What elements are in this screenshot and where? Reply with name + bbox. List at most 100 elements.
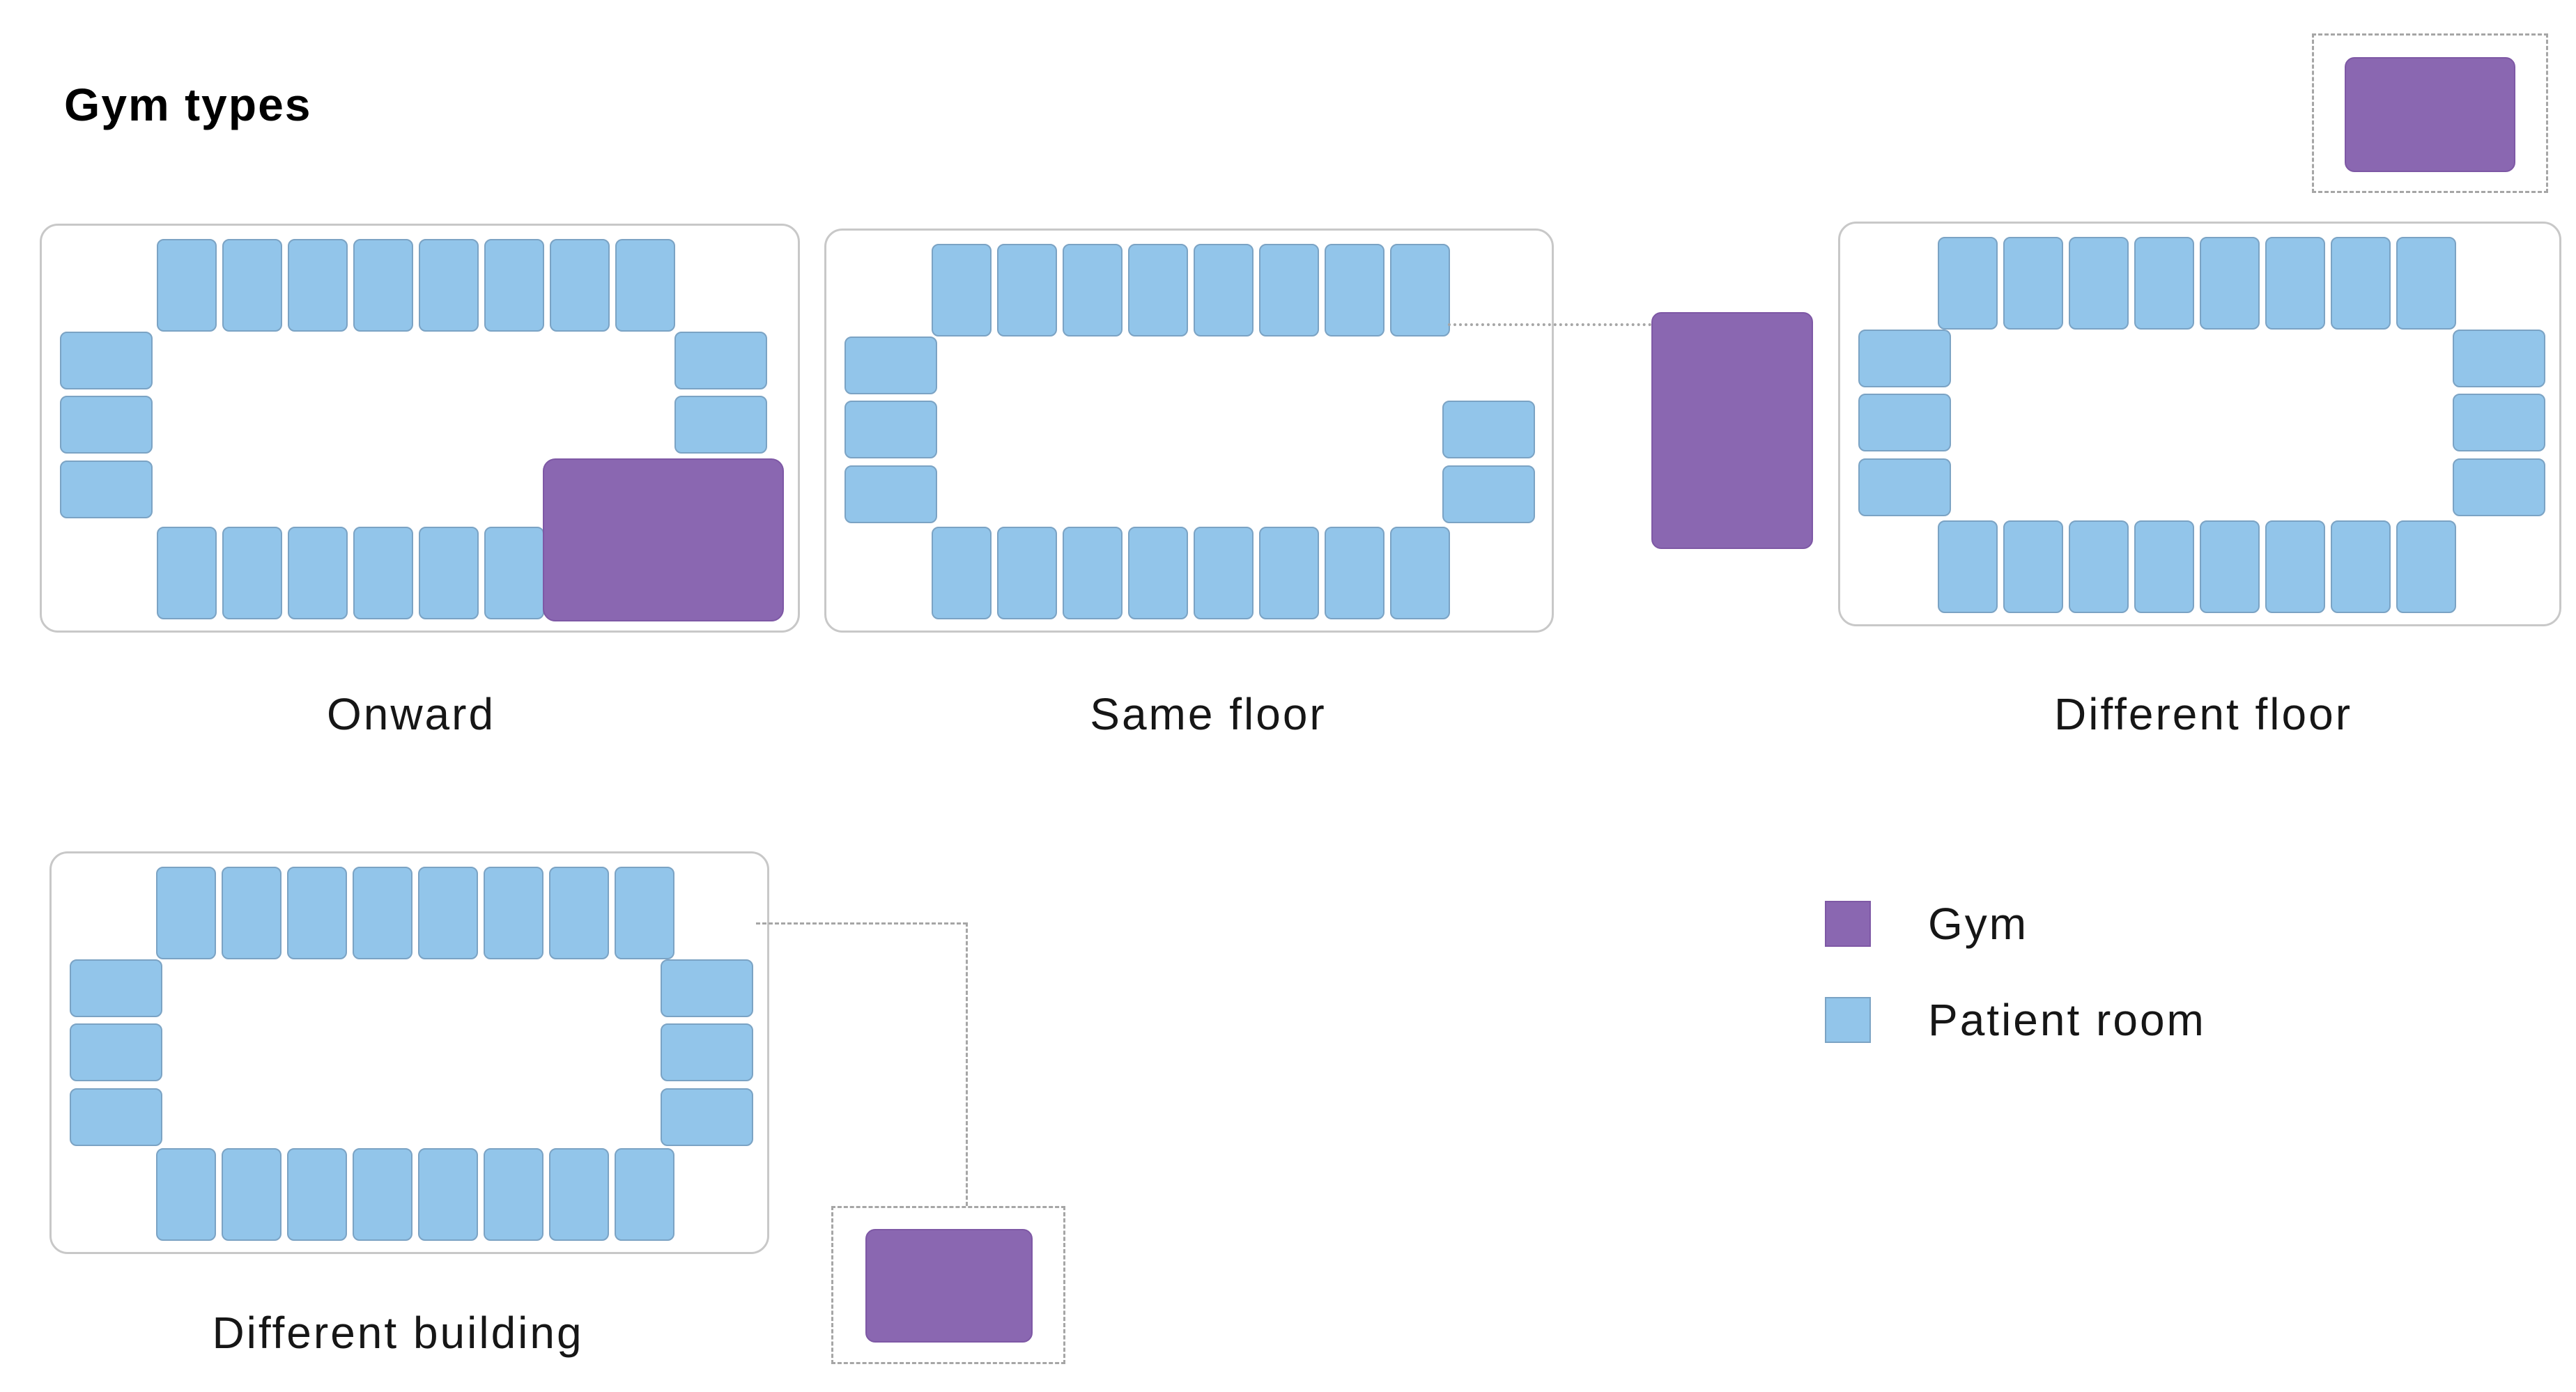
ward-same-floor <box>824 229 1554 633</box>
patient-room <box>353 1148 412 1241</box>
patient-room <box>932 244 992 337</box>
patient-room <box>2453 458 2545 516</box>
patient-room <box>2453 330 2545 387</box>
patient-room <box>2134 237 2194 330</box>
patient-room <box>353 867 412 959</box>
patient-room <box>1325 244 1385 337</box>
patient-room <box>156 1148 216 1241</box>
patient-room <box>2200 520 2260 613</box>
ward-label-same-floor: Same floor <box>1090 689 1327 739</box>
patient-room <box>2265 237 2325 330</box>
patient-room <box>674 396 767 454</box>
ward-label-different-building: Different building <box>212 1308 584 1358</box>
patient-room <box>70 1023 162 1081</box>
patient-room <box>844 337 937 394</box>
patient-room <box>287 1148 347 1241</box>
patient-room <box>222 867 281 959</box>
patient-room <box>2331 520 2391 613</box>
patient-room <box>353 239 413 332</box>
patient-room <box>549 867 609 959</box>
connector-dotted-same-floor <box>1448 323 1651 326</box>
gym-box-different-floor <box>2345 57 2515 172</box>
gym-legend-swatch <box>1825 901 1871 947</box>
patient-room <box>932 527 992 619</box>
patient-room <box>1858 458 1951 516</box>
gym-outline-box-different-building <box>831 1206 1065 1364</box>
patient-room <box>2069 237 2129 330</box>
patient-room <box>70 1088 162 1146</box>
patient-room <box>156 867 216 959</box>
patient-room <box>484 867 543 959</box>
ward-onward <box>40 224 800 633</box>
connector-dashed-horizontal-different-building <box>756 922 967 925</box>
patient-room <box>60 332 153 389</box>
patient-room <box>419 527 479 619</box>
patient-room <box>2003 520 2063 613</box>
patient-room <box>418 867 478 959</box>
gym-legend-label: Gym <box>1928 899 2029 949</box>
patient-room <box>353 527 413 619</box>
gym-box-different-building <box>865 1229 1033 1343</box>
patient-room <box>615 1148 674 1241</box>
patient-room <box>288 239 348 332</box>
patient-room-legend-swatch <box>1825 997 1871 1043</box>
patient-room <box>844 465 937 523</box>
patient-room <box>1128 244 1188 337</box>
patient-room <box>60 396 153 454</box>
patient-room <box>997 527 1057 619</box>
patient-room <box>2453 394 2545 451</box>
patient-room <box>1858 394 1951 451</box>
patient-room <box>997 244 1057 337</box>
patient-room <box>484 527 544 619</box>
patient-room <box>1063 244 1123 337</box>
patient-room <box>1063 527 1123 619</box>
patient-room <box>2396 520 2456 613</box>
patient-room <box>2331 237 2391 330</box>
patient-room <box>484 239 544 332</box>
ward-different-building <box>49 851 769 1254</box>
patient-room-legend-label: Patient room <box>1928 995 2206 1045</box>
patient-room <box>615 239 675 332</box>
patient-room <box>1442 401 1535 458</box>
patient-room <box>1128 527 1188 619</box>
patient-room <box>1858 330 1951 387</box>
patient-room <box>2134 520 2194 613</box>
gym-box-same-floor <box>1651 312 1813 549</box>
page-title: Gym types <box>64 79 312 130</box>
patient-room <box>1938 237 1998 330</box>
legend-row-patient-room: Patient room <box>1825 993 2206 1046</box>
patient-room <box>157 527 217 619</box>
patient-room <box>1390 527 1450 619</box>
patient-room <box>70 959 162 1017</box>
ward-different-floor <box>1838 222 2561 626</box>
patient-room <box>2396 237 2456 330</box>
patient-room <box>2069 520 2129 613</box>
patient-room <box>550 239 610 332</box>
ward-label-onward: Onward <box>326 689 496 739</box>
patient-room <box>661 1088 753 1146</box>
patient-room <box>1442 465 1535 523</box>
patient-room <box>844 401 937 458</box>
patient-room <box>1194 244 1254 337</box>
patient-room <box>2003 237 2063 330</box>
patient-room <box>2200 237 2260 330</box>
ward-label-different-floor: Different floor <box>2054 689 2352 739</box>
patient-room <box>222 239 282 332</box>
patient-room <box>287 867 347 959</box>
patient-room <box>60 461 153 518</box>
patient-room <box>661 1023 753 1081</box>
patient-room <box>2265 520 2325 613</box>
patient-room <box>1259 527 1319 619</box>
patient-room <box>1194 527 1254 619</box>
patient-room <box>288 527 348 619</box>
patient-room <box>1390 244 1450 337</box>
patient-room <box>1938 520 1998 613</box>
gym-box-onward <box>543 458 784 621</box>
patient-room <box>419 239 479 332</box>
patient-room <box>549 1148 609 1241</box>
legend-row-gym: Gym <box>1825 897 2206 950</box>
patient-room <box>1259 244 1319 337</box>
legend: Gym Patient room <box>1825 897 2206 1090</box>
patient-room <box>157 239 217 332</box>
